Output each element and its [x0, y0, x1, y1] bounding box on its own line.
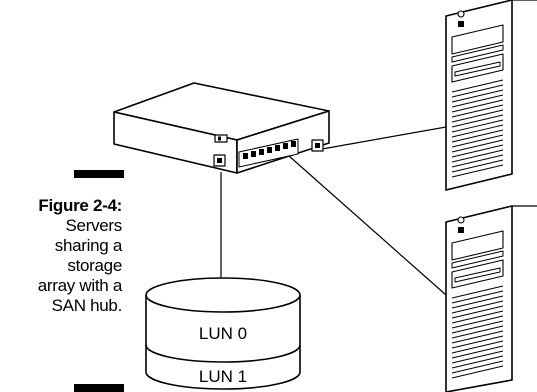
- storage-divider: [145, 344, 301, 363]
- cable-hub-to-server-top: [321, 126, 447, 150]
- server-bottom: [445, 205, 537, 392]
- storage-cylinder-body: [145, 295, 301, 390]
- caption-bottom-rule: [74, 384, 124, 392]
- figure-caption: Figure 2-4: Servers sharing a storage ar…: [0, 170, 124, 392]
- hub-port-bank: [238, 138, 299, 168]
- storage-array: LUN 0 LUN 1: [145, 277, 301, 390]
- caption-text: Figure 2-4: Servers sharing a storage ar…: [0, 196, 123, 316]
- server-bottom-drive-bay: [451, 230, 504, 261]
- cable-hub-to-server-bottom: [288, 155, 447, 296]
- figure-label: Figure 2-4:: [38, 196, 122, 215]
- server-top-drive-bay: [451, 24, 504, 55]
- server-bottom-power-icon: [457, 216, 465, 224]
- figure-description: Servers sharing a storage array with a S…: [37, 216, 123, 315]
- storage-cylinder-top: [145, 277, 301, 313]
- server-top: [445, 0, 537, 191]
- lun-0-label: LUN 0: [199, 324, 247, 343]
- server-bottom-vents: [451, 285, 504, 379]
- connection-lines: [220, 126, 447, 296]
- caption-top-rule: [74, 170, 124, 178]
- server-top-vents: [451, 79, 504, 178]
- server-top-power-icon: [457, 10, 465, 18]
- san-hub: [113, 82, 330, 174]
- lun-1-label: LUN 1: [199, 367, 247, 386]
